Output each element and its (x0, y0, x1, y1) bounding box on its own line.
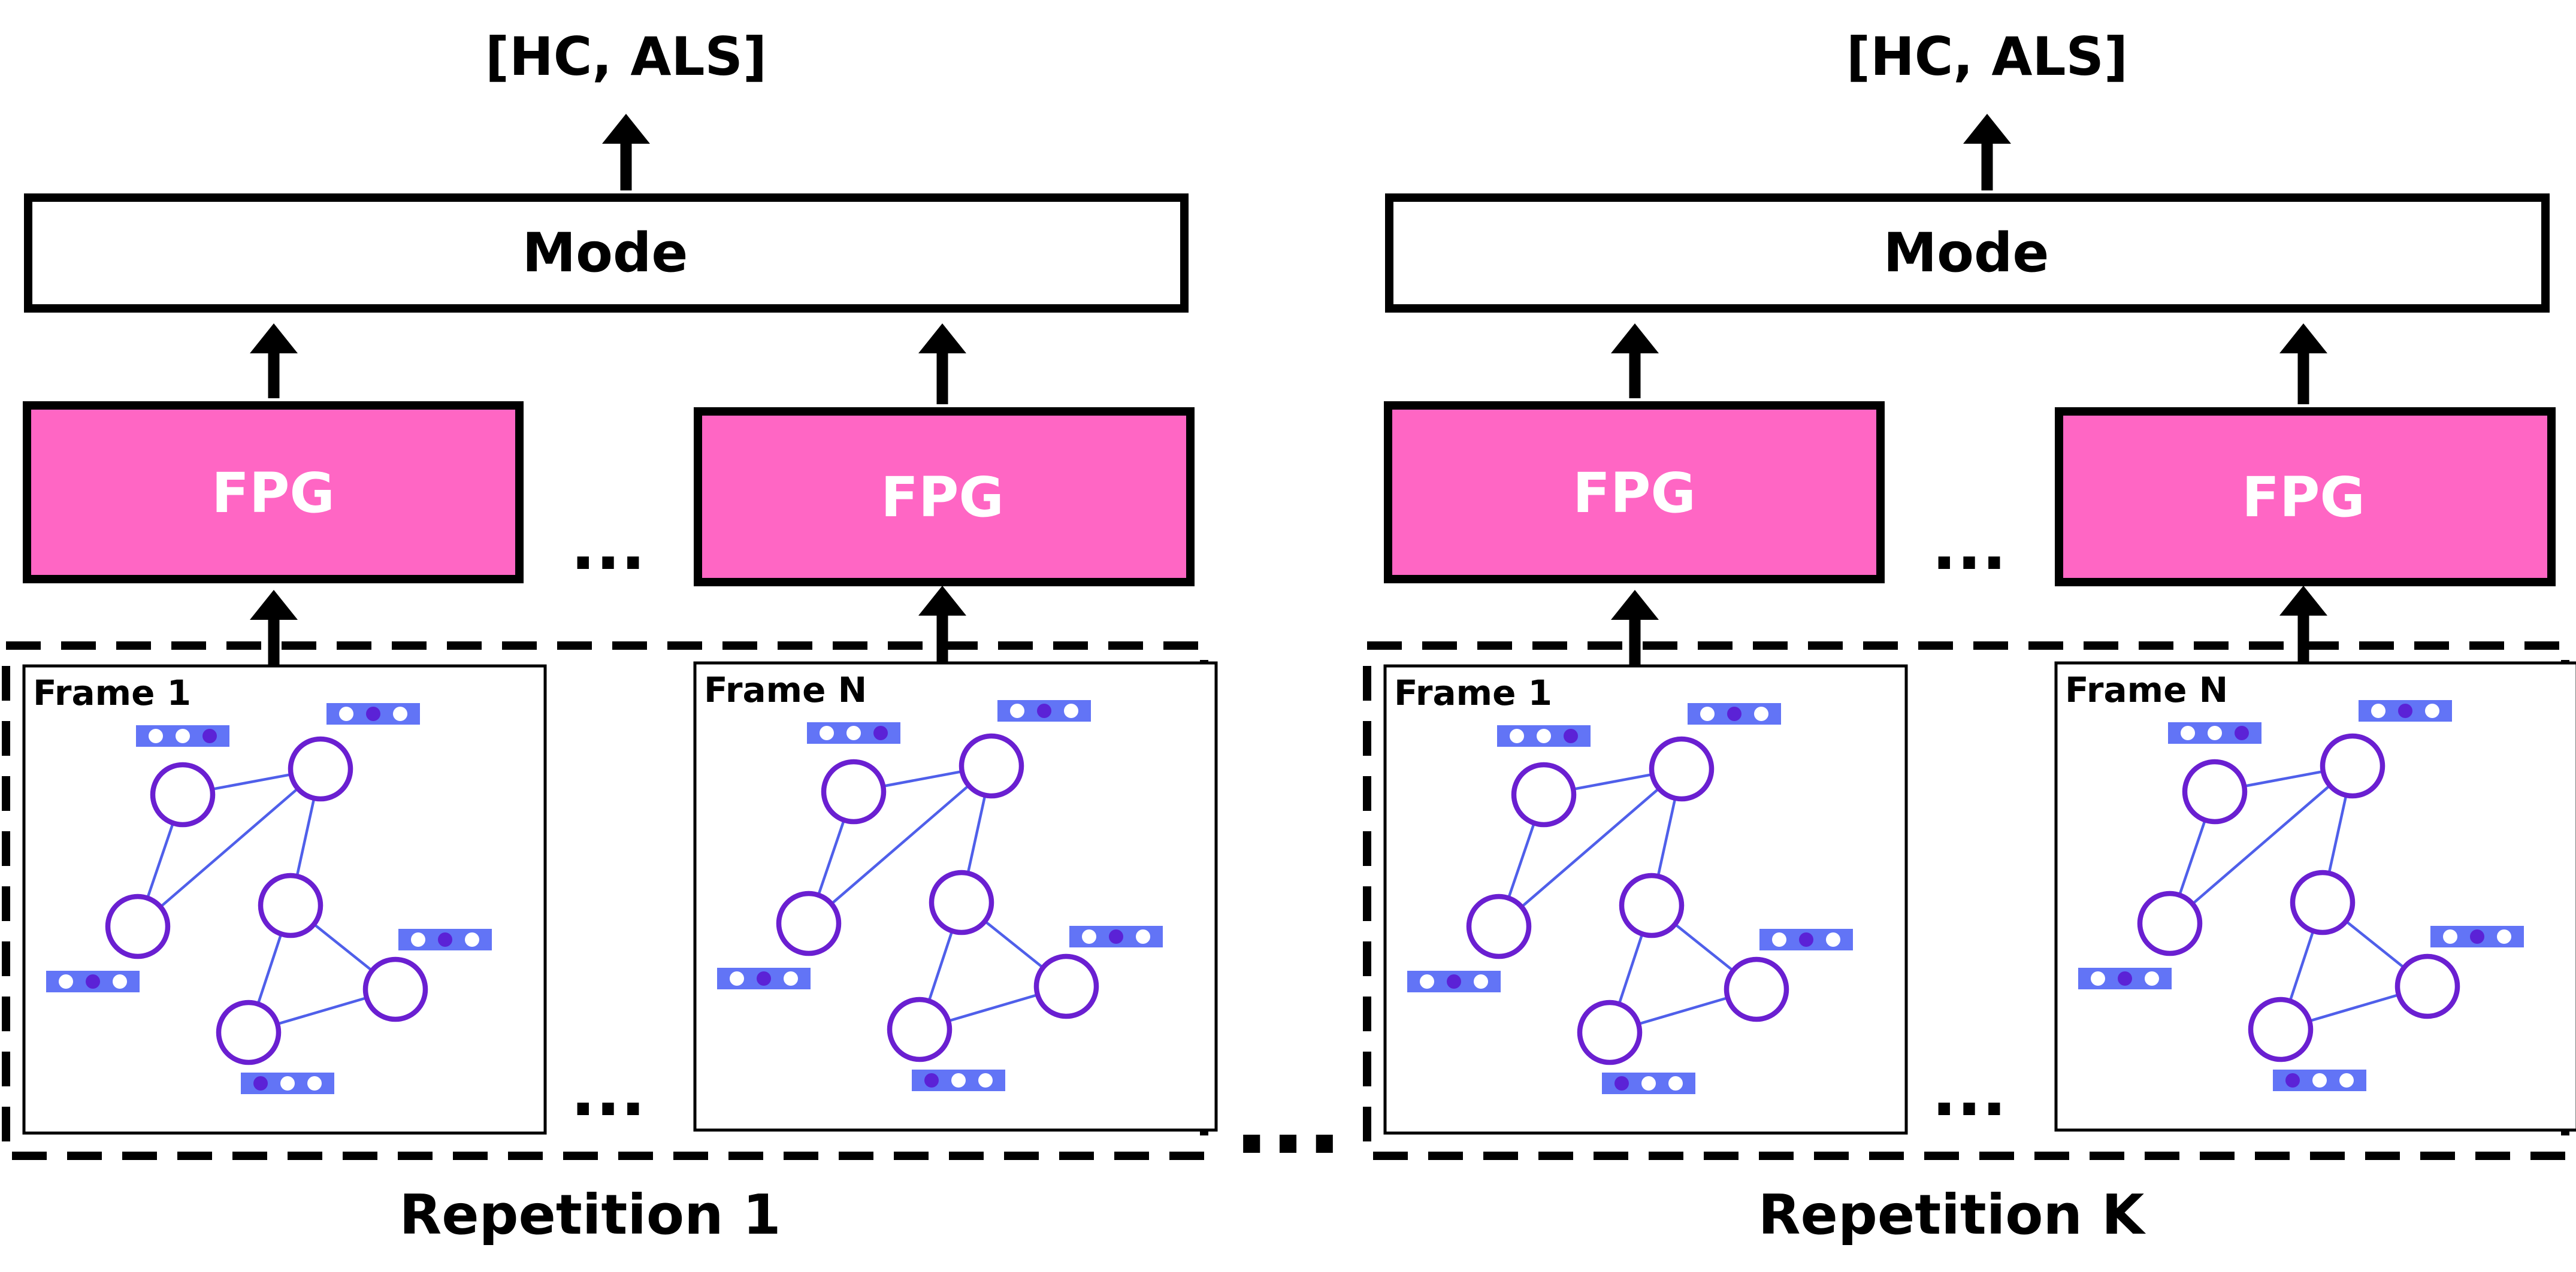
graph (717, 700, 1163, 1091)
graph-node (2320, 733, 2385, 799)
feature-vector (997, 700, 1091, 722)
feature-vector (2168, 722, 2261, 744)
graph-edge (808, 765, 993, 925)
mode-label: Mode (522, 222, 688, 284)
fpg-box-n (694, 407, 1195, 586)
graph-node (2137, 891, 2203, 956)
graph-node (887, 997, 953, 1062)
graph-node (2290, 870, 2356, 935)
mode-box (24, 193, 1189, 313)
graph-edge (1498, 768, 1683, 928)
graph (2078, 700, 2524, 1091)
arrow-frameN-to-fpg (2279, 586, 2327, 663)
feature-vector (2078, 968, 2172, 989)
graph-edge (2169, 765, 2354, 925)
frame-ellipsis: ... (1931, 1054, 2006, 1131)
frame-ellipsis: ... (570, 1054, 645, 1131)
feature-vector (1497, 725, 1591, 747)
model-ellipsis: ... (570, 508, 645, 584)
frame-n: Frame N (2054, 661, 2576, 1132)
feature-vector (2359, 700, 2452, 722)
graph-node (1511, 762, 1577, 828)
mode-label: Mode (1883, 222, 2049, 284)
graph-node (1649, 736, 1715, 802)
graph-node (929, 870, 994, 935)
feature-vector (1602, 1073, 1695, 1094)
graph-node (258, 873, 323, 938)
graph-node (1577, 1000, 1643, 1065)
graph-node (1466, 894, 1532, 959)
arrow-frame1-to-fpg (250, 590, 298, 666)
mode-box (1385, 193, 2550, 313)
repetition-label: Repetition 1 (399, 1183, 781, 1247)
arrow-fpgN-to-mode (2279, 323, 2327, 404)
fpg-label: FPG (881, 465, 1004, 529)
fpg-box-1 (1384, 401, 1885, 583)
feature-vector (136, 725, 229, 747)
frame-label: Frame N (2065, 670, 2228, 710)
arrow-frameN-to-fpg (918, 586, 966, 663)
graph-node (150, 762, 216, 828)
feature-vector (717, 968, 811, 989)
frame-label: Frame 1 (1394, 673, 1552, 713)
feature-vector (326, 703, 420, 725)
feature-vector (46, 971, 140, 992)
graph-node (821, 759, 887, 825)
frame-n: Frame N (693, 661, 1218, 1132)
arrow-mode-to-output (1963, 114, 2011, 190)
feature-vector (398, 929, 492, 950)
feature-vector (241, 1073, 334, 1094)
graph (1407, 703, 1853, 1094)
output-label: [HC, ALS] (1846, 26, 2128, 87)
arrow-fpg1-to-mode (1611, 323, 1659, 398)
fpg-label: FPG (2242, 465, 2365, 529)
repetition-ellipsis: ... (1233, 1064, 1343, 1176)
feature-vector (912, 1070, 1005, 1091)
arrow-frame1-to-fpg (1611, 590, 1659, 666)
fpg-label: FPG (1573, 461, 1696, 525)
graph-node (2182, 759, 2248, 825)
graph-node (105, 894, 171, 959)
feature-vector (1069, 926, 1163, 947)
graph-node (2394, 953, 2460, 1019)
graph-node (288, 736, 353, 802)
fpg-box-1 (23, 401, 524, 583)
arrow-fpg1-to-mode (250, 323, 298, 398)
graph (46, 703, 492, 1094)
frame-label: Frame N (704, 670, 867, 710)
frame-label: Frame 1 (33, 673, 191, 713)
output-label: [HC, ALS] (485, 26, 767, 87)
graph-node (1724, 956, 1789, 1022)
graph-edge (137, 768, 322, 928)
graph-node (776, 891, 842, 956)
feature-vector (1407, 971, 1501, 992)
frame-1: Frame 1 (22, 664, 547, 1135)
graph-node (216, 1000, 282, 1065)
feature-vector (2430, 926, 2524, 947)
arrow-fpgN-to-mode (918, 323, 966, 404)
graph-node (1033, 953, 1099, 1019)
arrow-mode-to-output (602, 114, 650, 190)
fpg-label: FPG (211, 461, 335, 525)
fpg-box-n (2055, 407, 2556, 586)
feature-vector (1759, 929, 1853, 950)
feature-vector (2273, 1070, 2366, 1091)
model-ellipsis: ... (1931, 508, 2006, 584)
frame-1: Frame 1 (1383, 664, 1908, 1135)
repetition-label: Repetition K (1758, 1183, 2146, 1247)
graph-node (1619, 873, 1685, 938)
graph-node (959, 733, 1024, 799)
feature-vector (1688, 703, 1781, 725)
graph-node (362, 956, 428, 1022)
feature-vector (807, 722, 900, 744)
graph-node (2248, 997, 2314, 1062)
